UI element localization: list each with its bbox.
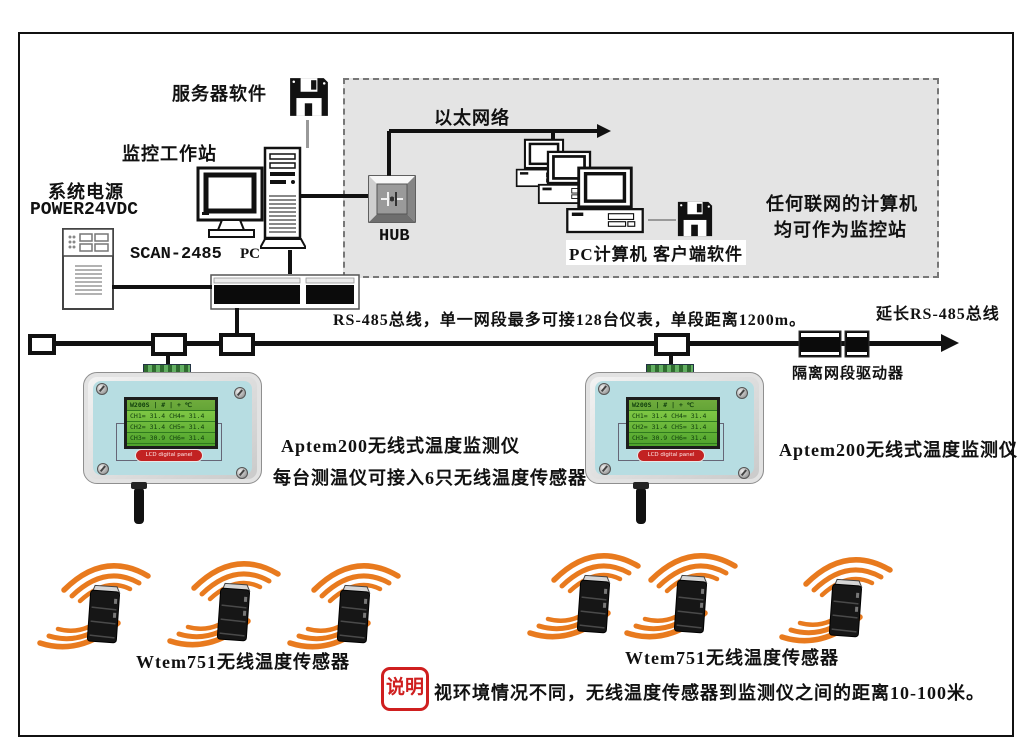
pc-computer-label: PC计算机 [566,240,651,265]
sensor-left-label: Wtem751无线温度传感器 [136,652,350,672]
ethernet-drop-line [551,131,555,145]
tower-to-hub-line [300,194,368,198]
aptem-left-label: Aptem200无线式温度监测仪 [281,436,520,456]
lcd-screen: W200S | # | + ℃ CH1= 31.4 CH4= 31.4 CH2=… [626,397,720,449]
scan2485-device-icon [210,274,360,310]
system-power-label: 系统电源 [48,182,124,202]
ethernet-label: 以太网络 [434,108,510,128]
client-pc-icon-front [565,166,645,234]
floppy-to-tower-line [306,120,309,148]
aptem-left-note: 每台测温仪可接入6只无线温度传感器 [273,468,587,488]
client-floppy-icon [677,201,713,237]
lcd-row: CH2= 31.4 CH5= 31.4 [629,422,717,433]
ethernet-line [389,129,599,133]
aptem200-device-right: W200S | # | + ℃ CH1= 31.4 CH4= 31.4 CH2=… [585,372,764,484]
lan-note-line1: 任何联网的计算机 [766,194,918,214]
screw-icon [599,463,611,475]
lcd-row: CH1= 31.4 CH4= 31.4 [629,411,717,422]
workstation-monitor-icon [196,166,264,238]
client-software-label: 客户端软件 [650,240,746,265]
lcd-brand-badge: LCD digital panel [135,449,203,462]
segment-driver-label: 隔离网段驱动器 [792,366,905,382]
scan-to-bus-line [235,308,239,335]
wireless-sensor-icon [36,546,156,654]
scan-model-label: SCAN-2485 [130,245,222,264]
bus-node-right-monitor [654,333,690,356]
lcd-row: CH3= 30.9 CH6= 31.4 [127,433,215,444]
hub-icon [368,175,416,223]
rs485-bus-line [28,341,945,346]
pc-label: PC [240,246,260,262]
ethernet-arrowhead [597,124,611,138]
screw-icon [736,387,748,399]
lcd-row: CH1= 31.4 CH4= 31.4 [127,411,215,422]
lcd-row: CH3= 30.9 CH6= 31.4 [629,433,717,444]
rs485-note: RS-485总线，单一网段最多可接128台仪表，单段距离1200m。 [333,312,807,329]
bus-node-left-monitor [151,333,187,356]
lcd-screen: W200S | # | + ℃ CH1= 31.4 CH4= 31.4 CH2=… [124,397,218,449]
power-model-label: POWER24VDC [30,200,139,220]
server-floppy-icon [290,78,328,116]
screw-icon [234,387,246,399]
lcd-brand-badge: LCD digital panel [637,449,705,462]
bus-node-scan [219,333,255,356]
screw-icon [598,383,610,395]
wireless-sensor-icon [166,544,286,652]
screw-icon [97,463,109,475]
client-floppy-line [648,219,676,221]
tower-to-scan-line [288,250,292,274]
hub-up-line [387,131,391,177]
antenna-right [633,482,649,524]
screw-icon [738,467,750,479]
sensor-right-label: Wtem751无线温度传感器 [625,648,839,668]
workstation-label: 监控工作站 [122,144,217,164]
outer-border [18,32,1014,737]
antenna-left [131,482,147,524]
power-supply-icon [62,228,114,310]
power-to-scan-line [112,285,212,289]
wireless-sensor-icon [778,540,898,648]
rs485-arrowhead [941,334,959,352]
wireless-sensor-icon [286,546,406,654]
lcd-row: CH2= 31.4 CH5= 31.4 [127,422,215,433]
note-text: 视环境情况不同，无线温度传感器到监测仪之间的距离10-100米。 [434,683,985,703]
extend-rs485-label: 延长RS-485总线 [876,306,1000,323]
note-badge: 说明 [381,667,429,711]
screw-icon [96,383,108,395]
aptem200-device-left: W200S | # | + ℃ CH1= 31.4 CH4= 31.4 CH2=… [83,372,262,484]
lcd-header: W200S | # | + ℃ [629,400,717,411]
lan-note-line2: 均可作为监控站 [774,220,907,240]
aptem-right-label: Aptem200无线式温度监测仪 [779,440,1018,460]
bus-terminator-node [28,334,56,355]
server-software-label: 服务器软件 [172,84,267,104]
wireless-sensor-icon [623,536,743,644]
hub-label: HUB [379,227,410,246]
screw-icon [236,467,248,479]
segment-driver-icon [798,330,870,358]
workstation-tower-icon [260,146,306,249]
lcd-header: W200S | # | + ℃ [127,400,215,411]
